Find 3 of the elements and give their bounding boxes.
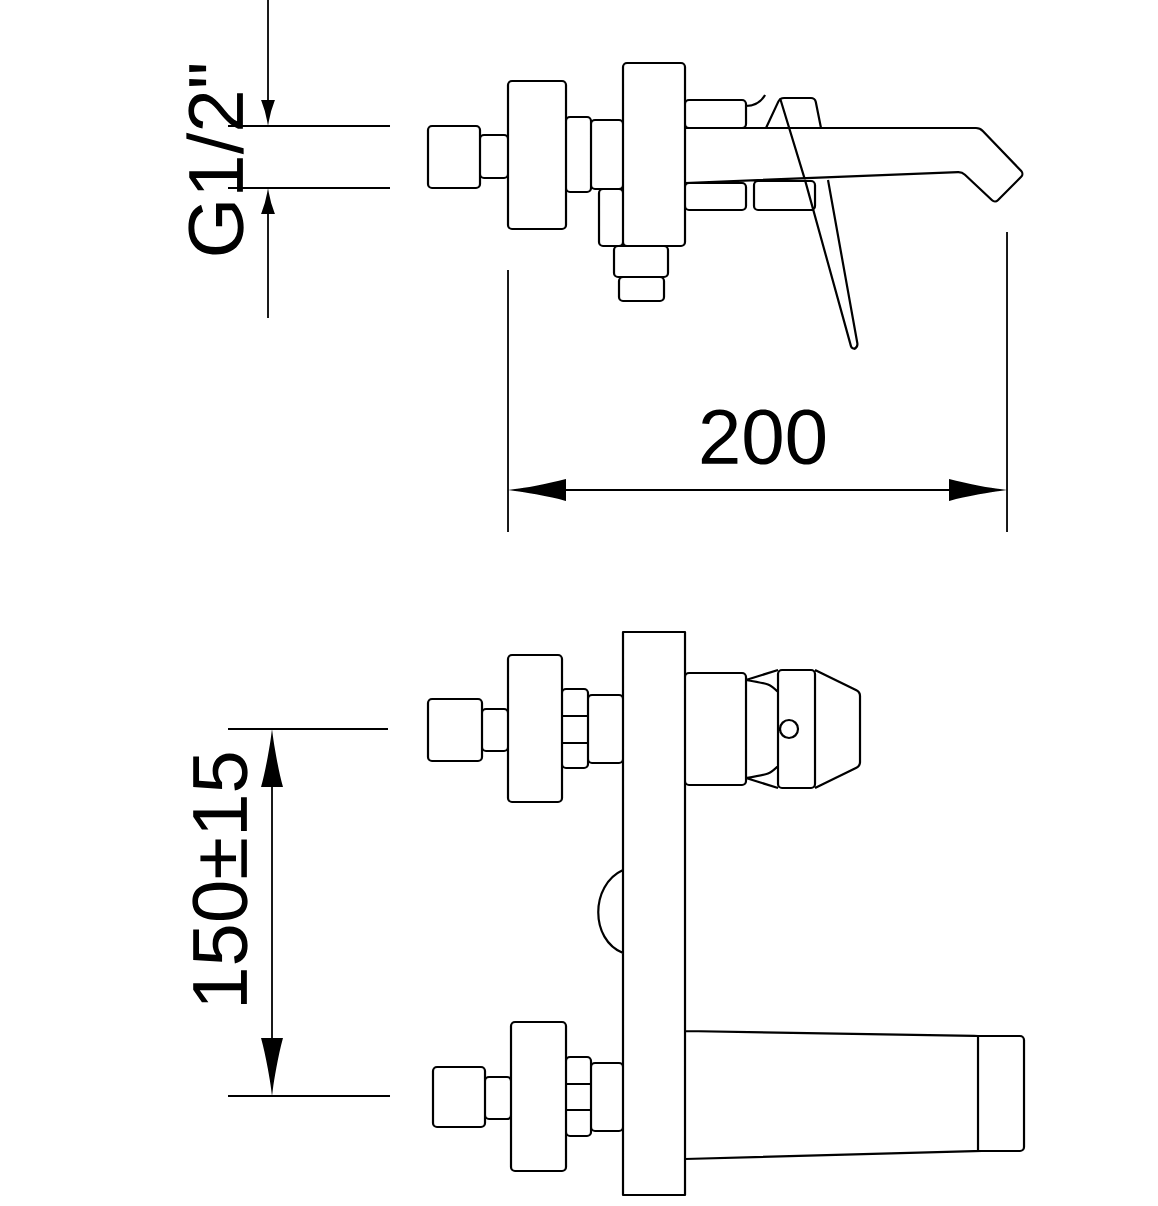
dimension-label: G1/2" — [186, 64, 244, 255]
dimension-label: 200 — [701, 409, 825, 465]
dimension-label: 150±15 — [192, 753, 248, 1004]
